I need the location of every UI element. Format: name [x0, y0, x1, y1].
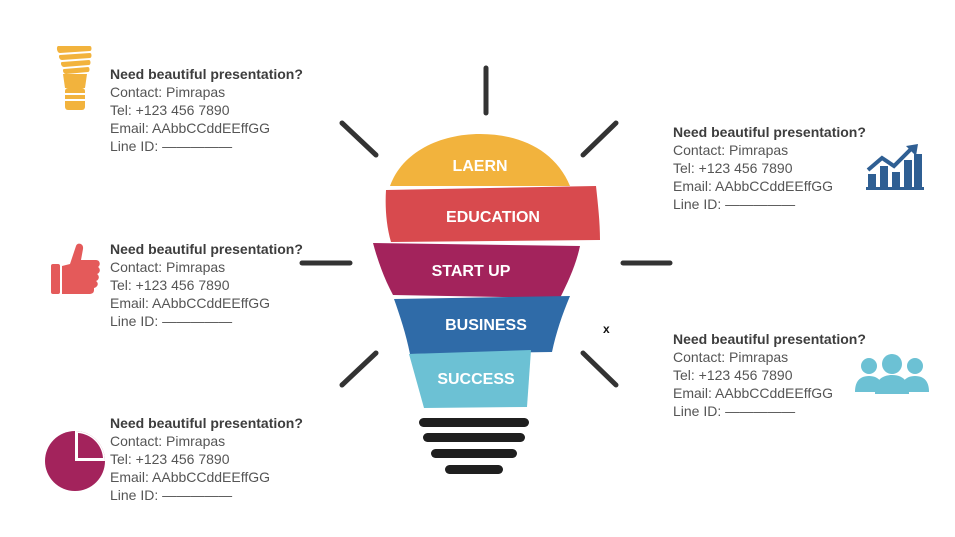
card-line-id: Line ID: ————— [673, 403, 796, 419]
card-contact: Contact: Pimrapas [673, 142, 789, 158]
bulb-layer-4-shape [394, 296, 570, 354]
card-tel: Tel: +123 456 7890 [110, 277, 230, 293]
contact-card-1: Need beautiful presentation? Contact: Pi… [110, 65, 370, 155]
bulb-layer-2-shape [385, 186, 600, 242]
growth-chart-icon [866, 144, 924, 190]
ray-upper-right [580, 120, 619, 158]
contact-card-5: Need beautiful presentation? Contact: Pi… [673, 330, 933, 420]
card-email: Email: AAbbCCddEEffGG [673, 385, 834, 401]
pie-chart-icon [45, 431, 105, 491]
contact-card-2: Need beautiful presentation? Contact: Pi… [110, 240, 370, 330]
card-email: Email: AAbbCCddEEffGG [110, 469, 271, 485]
ray-lower-right [580, 350, 619, 388]
bulb-layer-4-label: BUSINESS [445, 317, 527, 334]
lightbulb-icon [56, 46, 92, 110]
bulb-base-ring-2 [423, 433, 525, 442]
bulb-base-ring-1 [419, 418, 529, 427]
bulb-layer-5-label: SUCCESS [437, 371, 515, 388]
contact-card-4: Need beautiful presentation? Contact: Pi… [673, 123, 933, 213]
card-contact: Contact: Pimrapas [110, 84, 226, 100]
card-email: Email: AAbbCCddEEffGG [110, 120, 271, 136]
card-email: Email: AAbbCCddEEffGG [110, 295, 271, 311]
bulb-base-ring-3 [431, 449, 517, 458]
card-title: Need beautiful presentation? [110, 415, 303, 431]
bulb-layer-3-shape [373, 243, 580, 298]
bulb-layer-1-shape [390, 134, 570, 186]
card-email: Email: AAbbCCddEEffGG [673, 178, 834, 194]
bulb-base [419, 418, 529, 474]
bulb-layer-2-label: EDUCATION [446, 209, 540, 226]
bulb-layer-2: EDUCATION [385, 186, 600, 242]
team-icon [855, 354, 929, 394]
bulb-base-ring-4 [445, 465, 503, 474]
card-line-id: Line ID: ————— [110, 487, 233, 503]
card-tel: Tel: +123 456 7890 [110, 102, 230, 118]
ray-upper-left [339, 120, 379, 158]
card-line-id: Line ID: ————— [110, 138, 233, 154]
card-tel: Tel: +123 456 7890 [673, 367, 793, 383]
card-tel: Tel: +123 456 7890 [673, 160, 793, 176]
card-line-id: Line ID: ————— [110, 313, 233, 329]
bulb-rays [299, 65, 673, 388]
card-title: Need beautiful presentation? [673, 331, 866, 347]
card-line-id: Line ID: ————— [673, 196, 796, 212]
contact-card-3: Need beautiful presentation? Contact: Pi… [110, 414, 370, 504]
bulb-layer-1: LAERN [390, 134, 570, 186]
stray-mark: x [603, 322, 610, 336]
card-contact: Contact: Pimrapas [673, 349, 789, 365]
bulb-layer-5-shape [409, 350, 531, 408]
card-title: Need beautiful presentation? [110, 241, 303, 257]
card-tel: Tel: +123 456 7890 [110, 451, 230, 467]
thumbs-up-icon [51, 243, 100, 294]
bulb-layer-5: SUCCESS [409, 350, 531, 408]
card-contact: Contact: Pimrapas [110, 433, 226, 449]
ray-lower-left [339, 350, 379, 388]
bulb-layer-1-label: LAERN [452, 158, 507, 175]
bulb-layer-3: START UP [373, 243, 580, 298]
bulb-layer-4: BUSINESS [394, 296, 570, 354]
bulb-layer-3-label: START UP [432, 263, 511, 280]
card-title: Need beautiful presentation? [673, 124, 866, 140]
card-contact: Contact: Pimrapas [110, 259, 226, 275]
card-title: Need beautiful presentation? [110, 66, 303, 82]
